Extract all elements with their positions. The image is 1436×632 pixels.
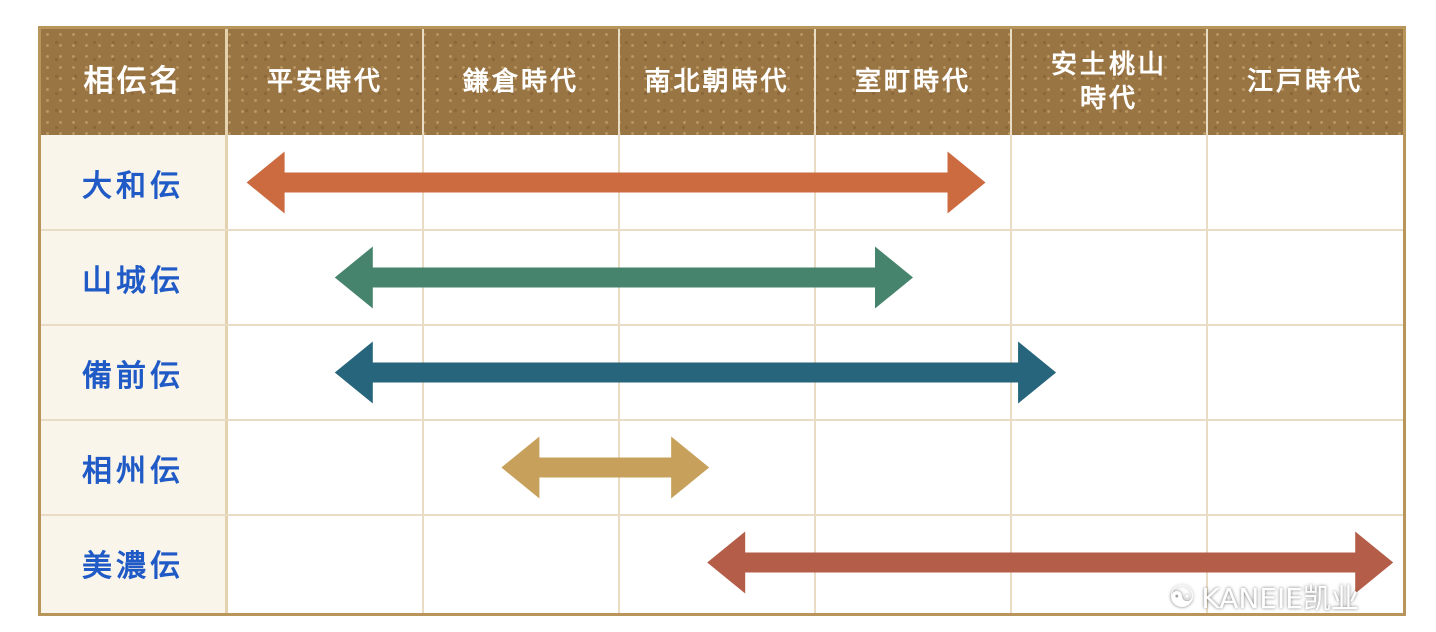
sword-tradition-timeline-table: 相伝名 平安時代 鎌倉時代 南北朝時代 室町時代 安土桃山 時代 江戸時代 大和… <box>38 26 1406 616</box>
row-label-soshu: 相州伝 <box>82 453 184 489</box>
period-span-arrows <box>246 151 1394 594</box>
span-arrow-row-5 <box>707 531 1394 594</box>
row-divider <box>41 419 1403 421</box>
column-divider <box>814 29 816 613</box>
watermark: ☯ KANEIE凯业 <box>1168 577 1359 617</box>
span-arrow-row-3 <box>334 341 1057 404</box>
row-divider <box>41 229 1403 231</box>
row-label-yamashiro: 山城伝 <box>82 263 184 299</box>
row-label-yamato: 大和伝 <box>82 168 184 204</box>
wechat-icon: ☯ <box>1168 579 1196 615</box>
watermark-text: KANEIE凯业 <box>1201 582 1359 615</box>
header-name-column: 相伝名 <box>83 64 183 99</box>
column-divider <box>1010 29 1012 613</box>
header-period-muromachi: 室町時代 <box>854 67 971 97</box>
row-divider <box>41 324 1403 326</box>
header-period-kamakura: 鎌倉時代 <box>462 67 579 97</box>
tradition-name-column <box>41 135 225 613</box>
column-divider <box>1206 29 1208 613</box>
row-label-bizen: 備前伝 <box>82 358 184 394</box>
span-arrow-row-4 <box>501 436 710 499</box>
column-divider <box>422 29 424 613</box>
column-divider <box>225 29 228 613</box>
header-row <box>41 29 1403 135</box>
row-divider <box>41 514 1403 516</box>
header-period-edo: 江戸時代 <box>1246 67 1363 97</box>
column-divider <box>618 29 620 613</box>
header-period-nanbokucho: 南北朝時代 <box>644 67 790 97</box>
header-period-azuchi-momoyama: 安土桃山 時代 <box>1050 50 1167 114</box>
span-arrow-row-2 <box>334 246 913 309</box>
header-period-heian: 平安時代 <box>266 67 383 97</box>
row-label-mino: 美濃伝 <box>82 548 184 584</box>
span-arrow-row-1 <box>246 151 986 214</box>
